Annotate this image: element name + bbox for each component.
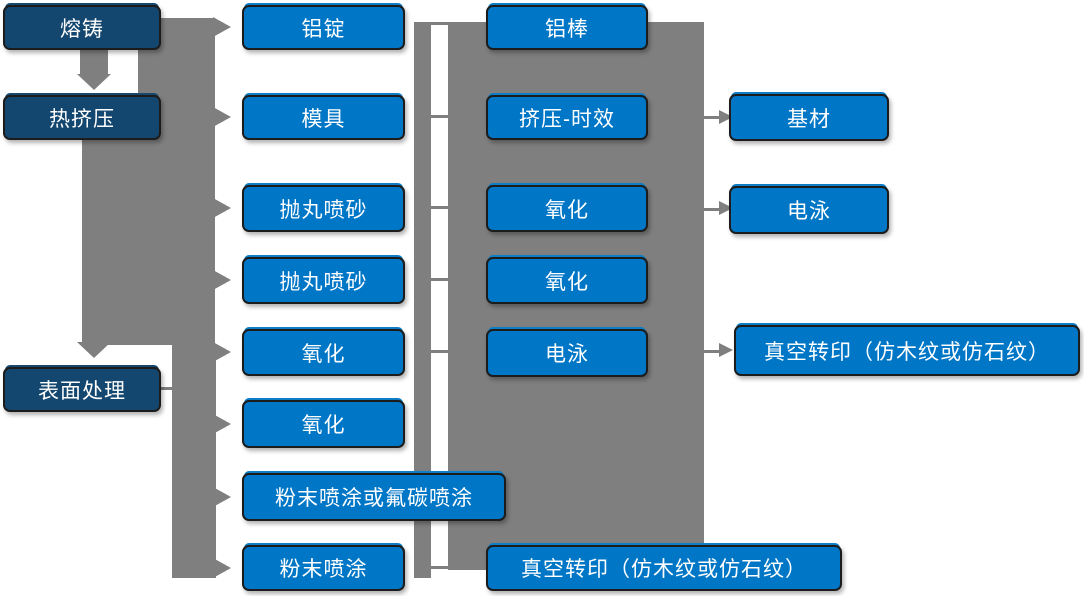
connector-left-spine-top [138, 18, 215, 345]
connector-to-vacuum-transfer-shaft [704, 350, 720, 353]
arrowhead-to-aluminum-ingot-icon [213, 17, 231, 37]
node-hot-extrusion: 热挤压 [3, 95, 161, 140]
node-aluminum-ingot: 铝锭 [242, 5, 405, 50]
arrowhead-to-vacuum-transfer-icon [719, 343, 733, 357]
node-vacuum-transfer-1: 真空转印（仿木纹或仿石纹） [486, 545, 842, 591]
connector-mid-link-row2 [431, 115, 448, 118]
arrowhead-to-oxidation-1-icon [213, 342, 231, 362]
connector-mid-link-row3 [431, 206, 448, 209]
node-oxidation-1: 氧化 [242, 329, 405, 376]
arrowhead-down-to-hot-extrusion-icon [77, 74, 111, 90]
node-shot-blasting-2: 抛丸喷砂 [242, 257, 405, 304]
arrowhead-to-shot-blasting-2-icon [213, 270, 231, 290]
arrowhead-to-shot-blasting-1-icon [213, 198, 231, 218]
connector-mid-bar [414, 22, 431, 578]
node-powder-coating: 粉末喷涂 [242, 545, 405, 591]
arrowhead-to-powder-fluorocarbon-icon [213, 487, 231, 507]
connector-to-base-material-shaft [704, 116, 720, 119]
node-extrusion-aging: 挤压-时效 [486, 95, 648, 140]
node-oxidation-3: 氧化 [486, 185, 648, 232]
arrowhead-down-to-surface-treatment-icon [77, 342, 111, 358]
connector-surface-treatment-link [160, 387, 174, 390]
connector-mid-link-row1 [431, 22, 448, 25]
node-vacuum-transfer-2: 真空转印（仿木纹或仿石纹） [734, 325, 1080, 376]
arrowhead-to-mold-icon [213, 107, 231, 127]
connector-to-electrophoresis-shaft [704, 208, 720, 211]
node-electrophoresis-2: 电泳 [729, 186, 889, 234]
connector-mid-link-row4 [431, 278, 448, 281]
node-aluminum-rod: 铝棒 [486, 5, 648, 50]
connector-melt-to-extrude-shaft [80, 48, 108, 76]
connector-mid-link-row5 [431, 350, 448, 353]
node-oxidation-4: 氧化 [486, 257, 648, 304]
node-oxidation-2: 氧化 [242, 400, 405, 448]
connector-left-spine-bottom [172, 345, 216, 578]
node-shot-blasting-1: 抛丸喷砂 [242, 185, 405, 232]
arrowhead-to-oxidation-2-icon [213, 414, 231, 434]
node-powder-or-fluorocarbon-coating: 粉末喷涂或氟碳喷涂 [242, 473, 506, 521]
node-melting-casting: 熔铸 [3, 5, 161, 50]
node-surface-treatment: 表面处理 [3, 367, 161, 412]
node-base-material: 基材 [729, 94, 889, 141]
node-mold: 模具 [242, 95, 405, 140]
arrowhead-to-powder-coating-icon [213, 558, 231, 578]
node-electrophoresis-1: 电泳 [486, 329, 648, 377]
